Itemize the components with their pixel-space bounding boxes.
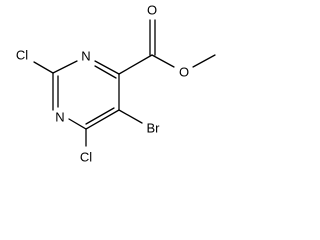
atom-cl-bottom: Cl [80, 149, 92, 164]
bond-c4-carbonyl [118, 54, 153, 75]
bond-ester-o-methyl [192, 54, 216, 68]
bond-c5-c6 [85, 109, 120, 130]
bond-c5-br [118, 109, 143, 124]
bond-n3-c4-double [94, 65, 117, 79]
bond-c2-cl [33, 61, 54, 74]
bonds [33, 19, 216, 147]
bond-n3-c4 [94, 60, 120, 75]
atom-br: Br [147, 120, 161, 135]
atom-n-top: N [81, 48, 90, 63]
atom-labels: N N Cl Cl Br O O [16, 2, 189, 164]
bond-c2-n3 [52, 60, 78, 74]
atom-n-bottom: N [55, 109, 64, 124]
atom-cl-left: Cl [16, 47, 28, 62]
bond-c5-c6-double [85, 107, 115, 125]
atom-o-ester: O [179, 64, 189, 79]
chemical-structure: N N Cl Cl Br O O [16, 2, 216, 164]
bond-carbonyl-ester-o [151, 54, 175, 68]
bond-c6-n1 [68, 118, 87, 130]
atom-o-carbonyl: O [147, 2, 157, 17]
